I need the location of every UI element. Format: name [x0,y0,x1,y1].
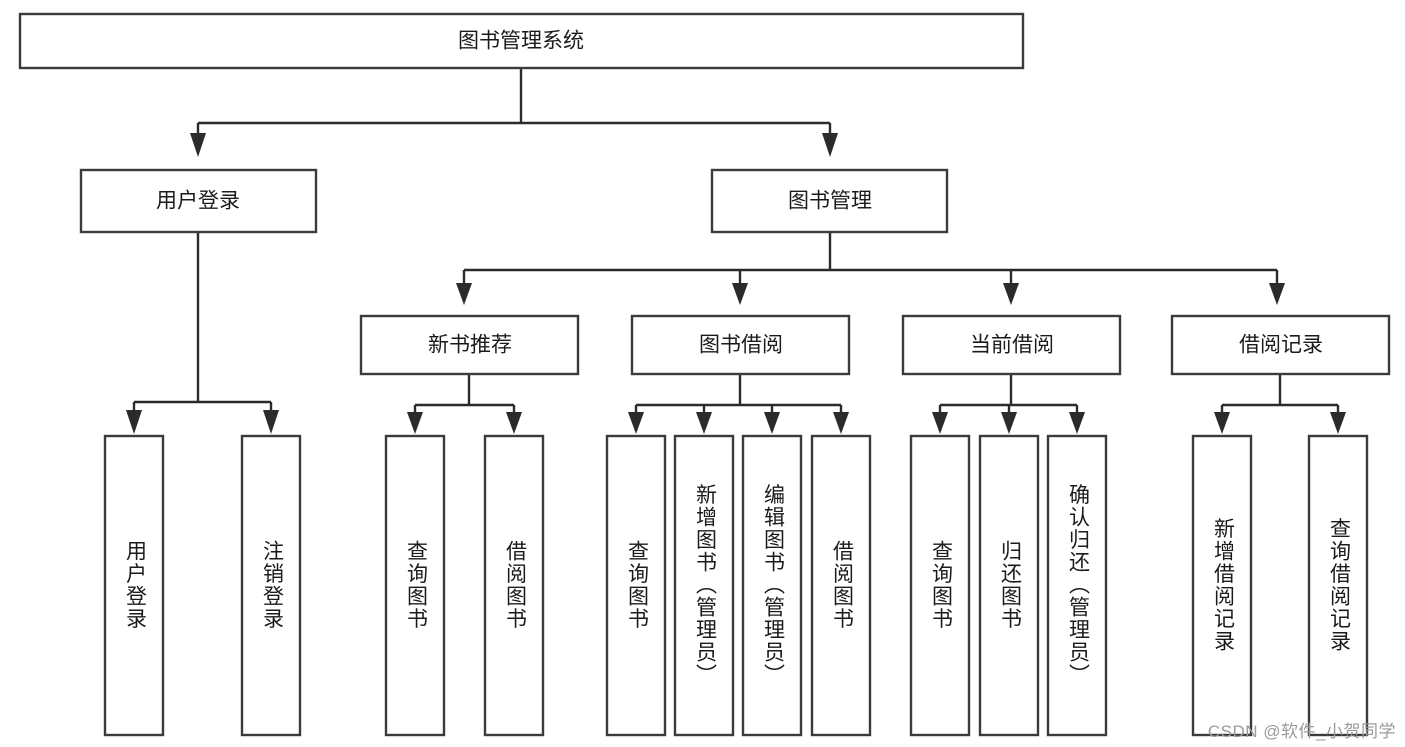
arrow-head-current-borrow [1003,283,1019,305]
node-new-book-recommend-box[interactable] [359,314,580,376]
node-leaf-borrow-book-2-box[interactable] [810,434,872,737]
node-leaf-return-book[interactable]: 归还图书 [978,434,1040,737]
node-borrow-record-label: 借阅记录 [1239,334,1323,357]
node-leaf-query-book-3[interactable]: 查询图书 [909,434,971,737]
arrow-head-leaf-user-logout [263,410,279,434]
node-leaf-add-record-box[interactable] [1191,434,1253,737]
node-leaf-query-book-1-label: 查询图书 [404,540,428,630]
arrow-head-leaf-borrow-book-2 [833,412,849,434]
node-leaf-edit-book-label: 编辑图书（管理员） [761,484,785,687]
node-leaf-borrow-book-2[interactable]: 借阅图书 [810,434,872,737]
node-book-borrow[interactable]: 图书借阅 [630,314,851,376]
connector-group-root [190,68,838,157]
arrow-head-leaf-query-book-1 [407,412,423,434]
node-leaf-return-book-label: 归还图书 [998,540,1022,630]
node-leaf-borrow-book-2-label: 借阅图书 [830,540,854,630]
node-current-borrow[interactable]: 当前借阅 [901,314,1122,376]
node-current-borrow-label: 当前借阅 [970,334,1054,357]
node-leaf-user-login-label: 用户登录 [123,540,147,630]
node-leaf-query-book-3-label: 查询图书 [929,540,953,630]
arrow-head-leaf-borrow-book-1 [506,412,522,434]
node-user-login-box[interactable] [79,168,318,234]
node-leaf-add-book-label: 新增图书（管理员） [693,484,717,687]
node-leaf-confirm-return-label: 确认归还（管理员） [1066,484,1090,687]
node-leaf-add-book-box[interactable] [673,434,735,737]
node-root[interactable]: 图书管理系统 [18,12,1025,70]
node-leaf-borrow-book-1[interactable]: 借阅图书 [483,434,545,737]
node-user-login-label: 用户登录 [156,190,240,213]
node-new-book-recommend[interactable]: 新书推荐 [359,314,580,376]
arrow-head-leaf-add-record [1214,412,1230,434]
arrow-head-borrow-record [1269,283,1285,305]
node-leaf-user-logout-label: 注销登录 [260,540,284,630]
node-leaf-borrow-book-1-box[interactable] [483,434,545,737]
connector-group-book-management [456,232,1285,305]
connector-group-current-borrow [932,374,1085,434]
node-leaf-user-login[interactable]: 用户登录 [103,434,165,737]
node-leaf-edit-book-box[interactable] [741,434,803,737]
node-leaf-borrow-book-1-label: 借阅图书 [503,540,527,630]
arrow-head-book-borrow [732,283,748,305]
arrow-head-user-login [190,133,206,157]
node-book-management-label: 图书管理 [788,190,872,213]
node-user-login[interactable]: 用户登录 [79,168,318,234]
node-book-borrow-box[interactable] [630,314,851,376]
node-root-label: 图书管理系统 [458,30,584,53]
node-current-borrow-box[interactable] [901,314,1122,376]
node-book-management-box[interactable] [710,168,949,234]
node-leaf-query-book-3-box[interactable] [909,434,971,737]
node-leaf-confirm-return[interactable]: 确认归还（管理员） [1046,434,1108,737]
node-leaf-query-book-1[interactable]: 查询图书 [384,434,446,737]
arrow-head-leaf-query-book-2 [628,412,644,434]
arrow-head-leaf-user-login [126,410,142,434]
node-leaf-user-logout-box[interactable] [240,434,302,737]
node-leaf-return-book-box[interactable] [978,434,1040,737]
arrow-head-leaf-confirm-return [1069,412,1085,434]
connector-group-book-borrow [628,374,849,434]
node-leaf-confirm-return-box[interactable] [1046,434,1108,737]
node-new-book-recommend-label: 新书推荐 [428,334,512,357]
node-leaf-edit-book[interactable]: 编辑图书（管理员） [741,434,803,737]
node-leaf-query-book-2[interactable]: 查询图书 [605,434,667,737]
node-leaf-query-record-label: 查询借阅记录 [1327,518,1351,653]
arrow-head-leaf-return-book [1001,412,1017,434]
connector-group-user-login [126,232,279,434]
node-leaf-query-book-1-box[interactable] [384,434,446,737]
arrow-head-leaf-query-book-3 [932,412,948,434]
node-leaf-query-record-box[interactable] [1307,434,1369,737]
node-leaf-add-record-label: 新增借阅记录 [1211,518,1235,653]
node-leaf-user-logout[interactable]: 注销登录 [240,434,302,737]
node-leaf-query-record[interactable]: 查询借阅记录 [1307,434,1369,737]
node-leaf-add-book[interactable]: 新增图书（管理员） [673,434,735,737]
node-book-management[interactable]: 图书管理 [710,168,949,234]
node-borrow-record[interactable]: 借阅记录 [1170,314,1391,376]
node-leaf-query-book-2-label: 查询图书 [625,540,649,630]
node-leaf-add-record[interactable]: 新增借阅记录 [1191,434,1253,737]
arrow-head-leaf-edit-book [764,412,780,434]
arrow-head-leaf-query-record [1330,412,1346,434]
node-leaf-query-book-2-box[interactable] [605,434,667,737]
node-borrow-record-box[interactable] [1170,314,1391,376]
node-book-borrow-label: 图书借阅 [699,334,783,357]
connector-group-new-book-recommend [407,374,522,434]
arrow-head-book-management [822,133,838,157]
connector-group-borrow-record [1214,374,1346,434]
arrow-head-leaf-add-book [696,412,712,434]
node-root-box[interactable] [18,12,1025,70]
node-leaf-user-login-box[interactable] [103,434,165,737]
arrow-head-new-book-recommend [456,283,472,305]
